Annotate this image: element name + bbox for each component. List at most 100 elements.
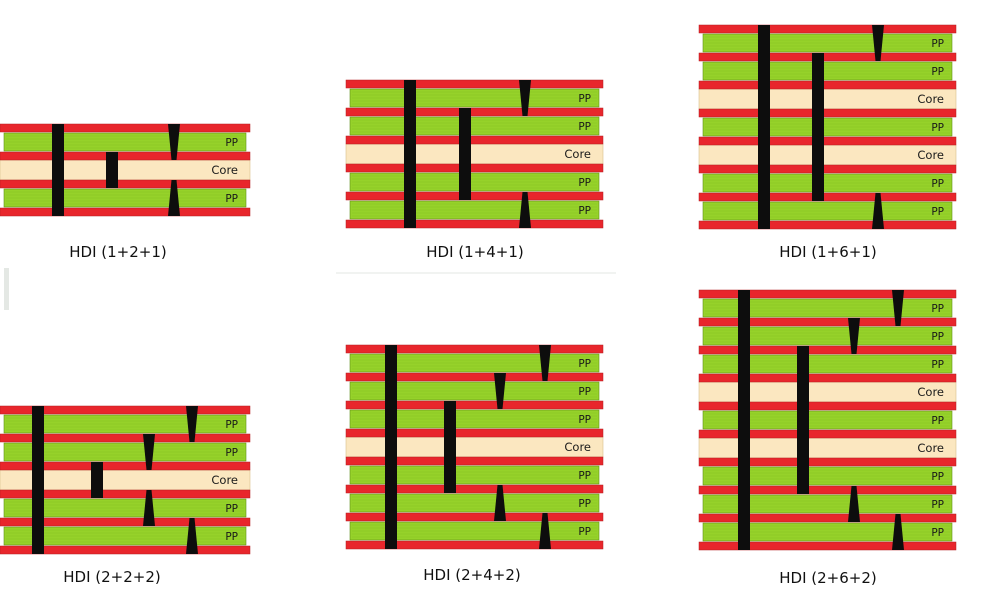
copper-foil — [698, 136, 957, 146]
micro-via — [892, 514, 904, 550]
caption-hdi-1-6-1: HDI (1+6+1) — [779, 243, 877, 261]
copper-foil — [345, 107, 604, 117]
core-label: Core — [917, 92, 944, 106]
through-hole-via — [385, 345, 397, 549]
pp-label: PP — [931, 415, 944, 427]
caption-hdi-2-4-2: HDI (2+4+2) — [423, 566, 521, 584]
copper-foil — [698, 52, 957, 62]
micro-via — [168, 124, 180, 160]
pp-label: PP — [578, 386, 591, 398]
copper-foil — [345, 484, 604, 494]
copper-foil — [698, 541, 957, 551]
micro-via — [872, 25, 884, 61]
copper-foil — [345, 344, 604, 354]
pp-label: PP — [578, 526, 591, 538]
copper-foil — [698, 108, 957, 118]
micro-via — [494, 373, 506, 409]
copper-foil — [698, 192, 957, 202]
core-label: Core — [917, 385, 944, 399]
copper-foil — [0, 517, 251, 527]
copper-foil — [345, 512, 604, 522]
buried-via — [444, 401, 456, 493]
micro-via — [872, 193, 884, 229]
buried-via — [106, 152, 118, 188]
copper-foil — [698, 220, 957, 230]
copper-foil — [698, 457, 957, 467]
through-hole-via — [52, 124, 64, 216]
pp-label: PP — [225, 193, 238, 205]
pp-label: PP — [225, 531, 238, 543]
copper-foil — [698, 429, 957, 439]
copper-foil — [0, 545, 251, 555]
pp-label: PP — [578, 470, 591, 482]
copper-foil — [698, 401, 957, 411]
core-label: Core — [211, 473, 238, 487]
micro-via — [143, 434, 155, 470]
pp-label: PP — [931, 66, 944, 78]
through-hole-via — [32, 406, 44, 554]
micro-via — [168, 180, 180, 216]
through-hole-via — [738, 290, 750, 550]
micro-via — [848, 318, 860, 354]
caption-hdi-1-4-1: HDI (1+4+1) — [426, 243, 524, 261]
buried-via — [812, 53, 824, 201]
pp-label: PP — [225, 419, 238, 431]
copper-foil — [0, 207, 251, 217]
micro-via — [494, 485, 506, 521]
core-label: Core — [917, 148, 944, 162]
micro-via — [892, 290, 904, 326]
copper-foil — [345, 79, 604, 89]
scan-artifact-line — [336, 272, 616, 274]
copper-foil — [698, 317, 957, 327]
pp-label: PP — [578, 498, 591, 510]
pp-label: PP — [225, 447, 238, 459]
copper-foil — [345, 540, 604, 550]
copper-foil — [0, 123, 251, 133]
pp-label: PP — [578, 177, 591, 189]
caption-hdi-2-2-2: HDI (2+2+2) — [63, 568, 161, 586]
copper-foil — [698, 289, 957, 299]
copper-foil — [345, 191, 604, 201]
pp-label: PP — [578, 93, 591, 105]
pp-label: PP — [578, 358, 591, 370]
copper-foil — [345, 372, 604, 382]
caption-hdi-1-2-1: HDI (1+2+1) — [69, 243, 167, 261]
core-label: Core — [917, 441, 944, 455]
copper-foil — [0, 179, 251, 189]
micro-via — [519, 192, 531, 228]
copper-foil — [0, 433, 251, 443]
through-hole-via — [404, 80, 416, 228]
buried-via — [459, 108, 471, 200]
copper-foil — [698, 24, 957, 34]
copper-foil — [345, 400, 604, 410]
core-label: Core — [564, 440, 591, 454]
pp-label: PP — [931, 206, 944, 218]
buried-via — [91, 462, 103, 498]
pp-label: PP — [931, 122, 944, 134]
pp-label: PP — [931, 331, 944, 343]
copper-foil — [0, 489, 251, 499]
copper-foil — [0, 151, 251, 161]
micro-via — [186, 406, 198, 442]
pp-label: PP — [931, 499, 944, 511]
micro-via — [186, 518, 198, 554]
copper-foil — [698, 345, 957, 355]
copper-foil — [698, 485, 957, 495]
copper-foil — [698, 80, 957, 90]
pp-label: PP — [931, 178, 944, 190]
micro-via — [539, 345, 551, 381]
pp-label: PP — [225, 137, 238, 149]
micro-via — [143, 490, 155, 526]
copper-foil — [0, 405, 251, 415]
copper-foil — [0, 461, 251, 471]
copper-foil — [345, 219, 604, 229]
pp-label: PP — [931, 303, 944, 315]
copper-foil — [345, 163, 604, 173]
copper-foil — [345, 456, 604, 466]
pp-label: PP — [931, 527, 944, 539]
